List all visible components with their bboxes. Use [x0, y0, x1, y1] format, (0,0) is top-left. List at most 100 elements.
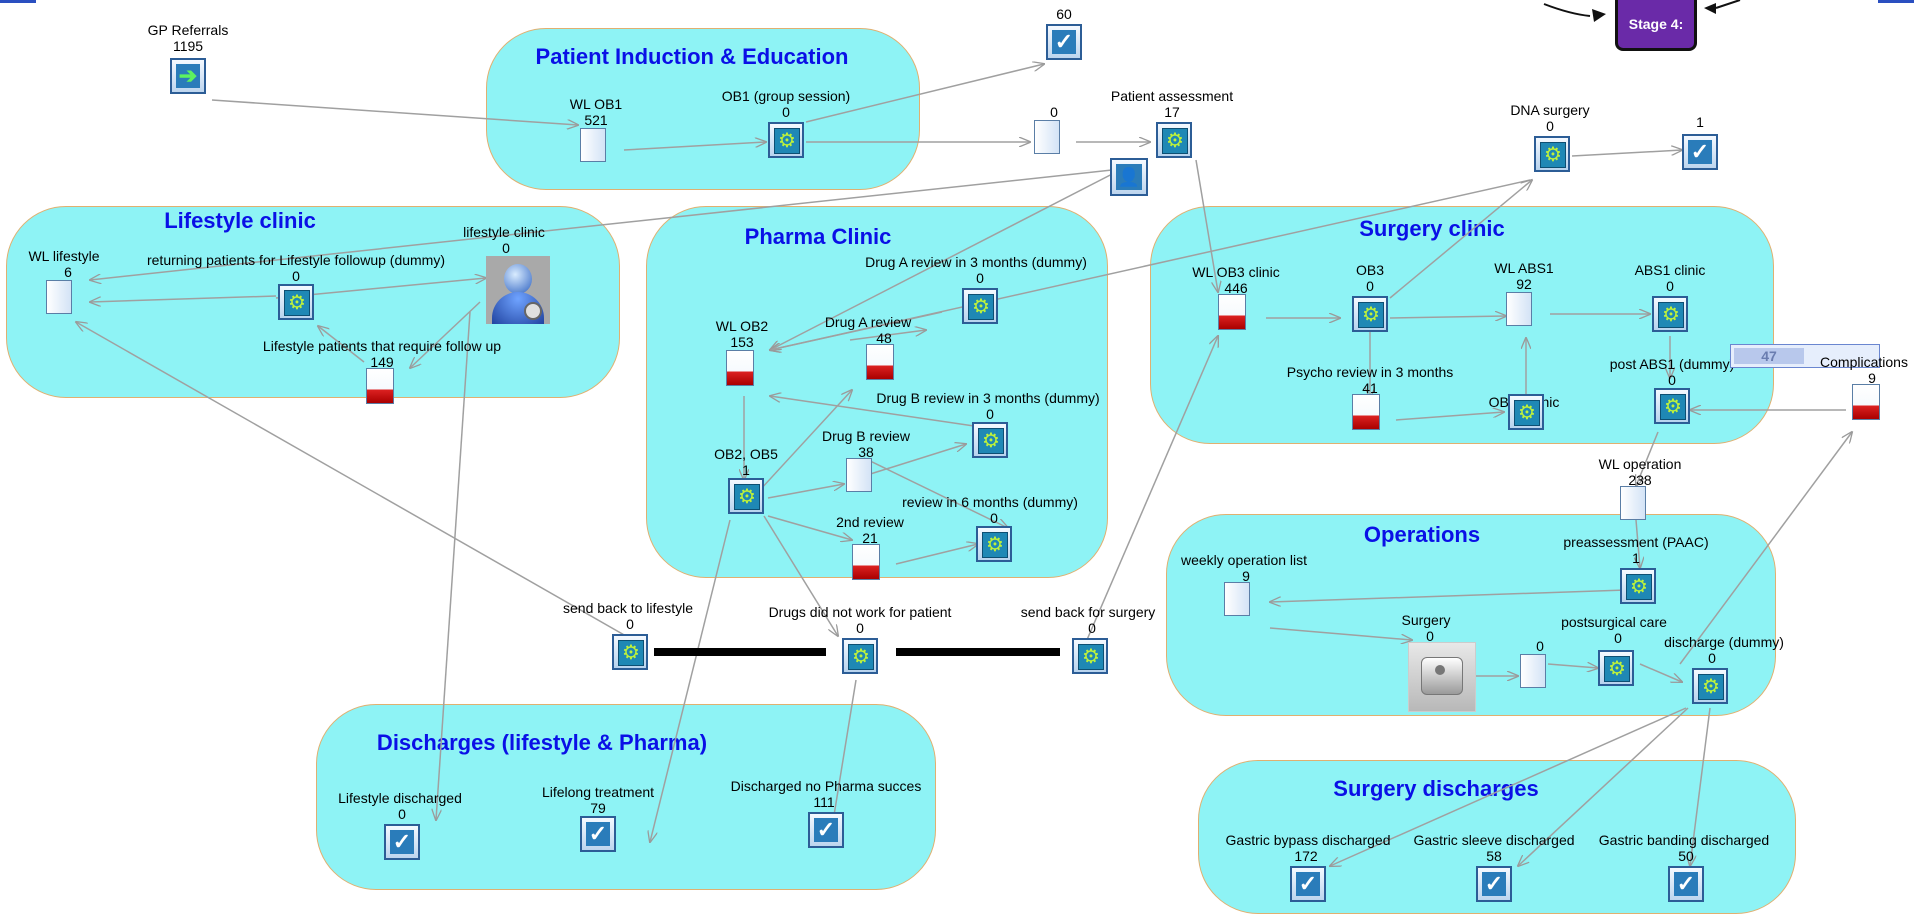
gear-icon: ⚙: [284, 290, 310, 316]
surgery-count: 0: [1426, 628, 1434, 644]
second-review-queue[interactable]: [852, 544, 880, 580]
gear-icon: ⚙: [982, 532, 1008, 558]
returning-patients-activity[interactable]: ⚙: [278, 284, 314, 320]
postsurgical-label: postsurgical care: [1561, 614, 1667, 630]
ob1-activity[interactable]: ⚙: [768, 122, 804, 158]
post-surgery-queue[interactable]: [1520, 654, 1546, 688]
preassessment-count: 1: [1632, 550, 1640, 566]
complications-queue[interactable]: [1852, 384, 1880, 420]
patient-resource[interactable]: 👤: [1110, 158, 1148, 196]
no-pharma-label: Discharged no Pharma succes: [730, 778, 922, 794]
discharge-dummy-activity[interactable]: ⚙: [1692, 668, 1728, 704]
drug-b-review-label: Drug B review: [822, 428, 910, 444]
wl-ob2-queue[interactable]: [726, 350, 754, 386]
exit-60-count: 60: [1056, 6, 1072, 22]
wl-ob3-count: 446: [1224, 280, 1248, 296]
psycho-review-queue[interactable]: [1352, 394, 1380, 430]
dna-surgery-count: 0: [1546, 118, 1554, 134]
gear-icon: ⚙: [618, 640, 644, 666]
lifelong-count: 79: [590, 800, 606, 816]
postsurgical-activity[interactable]: ⚙: [1598, 650, 1634, 686]
complications-counter: 47: [1730, 344, 1880, 368]
discharge-dummy-label: discharge (dummy): [1664, 634, 1784, 650]
drug-a-review-queue[interactable]: [866, 344, 894, 380]
check-icon: ✓: [814, 817, 838, 842]
lifestyle-followup-count: 149: [370, 354, 394, 370]
patient-assessment-activity[interactable]: ⚙: [1156, 122, 1192, 158]
ob2-ob5-activity[interactable]: ⚙: [728, 478, 764, 514]
review-6m-count: 0: [990, 510, 998, 526]
corner-marker-right: [1878, 0, 1914, 3]
surgery-machine[interactable]: [1408, 642, 1476, 712]
review-6m-activity[interactable]: ⚙: [976, 526, 1012, 562]
gear-icon: ⚙: [1660, 394, 1686, 420]
corner-marker-left: [0, 0, 36, 3]
lifelong-sink[interactable]: ✓: [580, 816, 616, 852]
gear-icon: ⚙: [1698, 674, 1724, 700]
post-surgery-queue-count: 0: [1536, 638, 1544, 654]
wl-lifestyle-count: 6: [64, 264, 72, 280]
complications-count: 9: [1868, 370, 1876, 386]
gear-icon: ⚙: [1514, 400, 1540, 426]
wl-ob1-label: WL OB1: [569, 96, 623, 112]
gastric-sleeve-sink[interactable]: ✓: [1476, 866, 1512, 902]
gastric-banding-sink[interactable]: ✓: [1668, 866, 1704, 902]
send-back-surgery-activity[interactable]: ⚙: [1072, 638, 1108, 674]
drug-a-3m-count: 0: [976, 270, 984, 286]
machine-body-icon: [1421, 657, 1463, 695]
post-abs1-activity[interactable]: ⚙: [1654, 388, 1690, 424]
stage-badge[interactable]: Stage 4:: [1615, 0, 1697, 51]
dna-surgery-activity[interactable]: ⚙: [1534, 136, 1570, 172]
drug-b-3m-activity[interactable]: ⚙: [972, 422, 1008, 458]
send-back-surgery-count: 0: [1088, 620, 1096, 636]
complications-counter-value: 47: [1734, 348, 1804, 364]
wl-abs1-queue[interactable]: [1506, 292, 1532, 326]
second-review-label: 2nd review: [836, 514, 904, 530]
gp-referrals-source[interactable]: ➔: [170, 58, 206, 94]
send-back-lifestyle-count: 0: [626, 616, 634, 632]
gastric-sleeve-label: Gastric sleeve discharged: [1413, 832, 1575, 848]
gastric-bypass-count: 172: [1294, 848, 1318, 864]
drug-b-3m-label: Drug B review in 3 months (dummy): [876, 390, 1100, 406]
wl-ob2-count: 153: [730, 334, 754, 350]
drug-b-review-count: 38: [858, 444, 874, 460]
wl-lifestyle-queue[interactable]: [46, 280, 72, 314]
lifelong-label: Lifelong treatment: [541, 784, 655, 800]
lifestyle-discharged-sink[interactable]: ✓: [384, 824, 420, 860]
discharge-dummy-count: 0: [1708, 650, 1716, 666]
ob2-ob5-label: OB2, OB5: [714, 446, 778, 462]
complications-label: Complications: [1820, 354, 1908, 370]
lifestyle-followup-queue[interactable]: [366, 368, 394, 404]
wl-operation-queue[interactable]: [1620, 486, 1646, 520]
zone-title-operations: Operations: [1363, 522, 1481, 547]
send-back-lifestyle-activity[interactable]: ⚙: [612, 634, 648, 670]
exit-60-sink[interactable]: ✓: [1046, 24, 1082, 60]
exit-1-sink[interactable]: ✓: [1682, 134, 1718, 170]
gastric-bypass-sink[interactable]: ✓: [1290, 866, 1326, 902]
returning-patients-count: 0: [292, 268, 300, 284]
drugs-not-work-activity[interactable]: ⚙: [842, 638, 878, 674]
gear-icon: ⚙: [1626, 574, 1652, 600]
no-pharma-sink[interactable]: ✓: [808, 812, 844, 848]
preassessment-activity[interactable]: ⚙: [1620, 568, 1656, 604]
drug-b-review-queue[interactable]: [846, 458, 872, 492]
lifestyle-clinic-doctor[interactable]: [486, 256, 550, 324]
gear-icon: ⚙: [1358, 302, 1384, 328]
wl-ob3-queue[interactable]: [1218, 294, 1246, 330]
thick-connector-left: [654, 648, 826, 656]
wl-ob3-label: WL OB3 clinic: [1192, 264, 1280, 280]
wl-ob1-queue[interactable]: [580, 128, 606, 162]
assessment-queue[interactable]: [1034, 120, 1060, 154]
second-review-count: 21: [862, 530, 878, 546]
drug-a-3m-activity[interactable]: ⚙: [962, 288, 998, 324]
ob3-count: 0: [1366, 278, 1374, 294]
abs1-clinic-activity[interactable]: ⚙: [1652, 296, 1688, 332]
ob2-ob5-count: 1: [742, 462, 750, 478]
weekly-op-list-queue[interactable]: [1224, 582, 1250, 616]
lifestyle-followup-label: Lifestyle patients that require follow u…: [262, 338, 502, 354]
ob3-activity[interactable]: ⚙: [1352, 296, 1388, 332]
wl-ob2-label: WL OB2: [715, 318, 769, 334]
gastric-banding-label: Gastric banding discharged: [1598, 832, 1770, 848]
ob3b-activity[interactable]: ⚙: [1508, 394, 1544, 430]
